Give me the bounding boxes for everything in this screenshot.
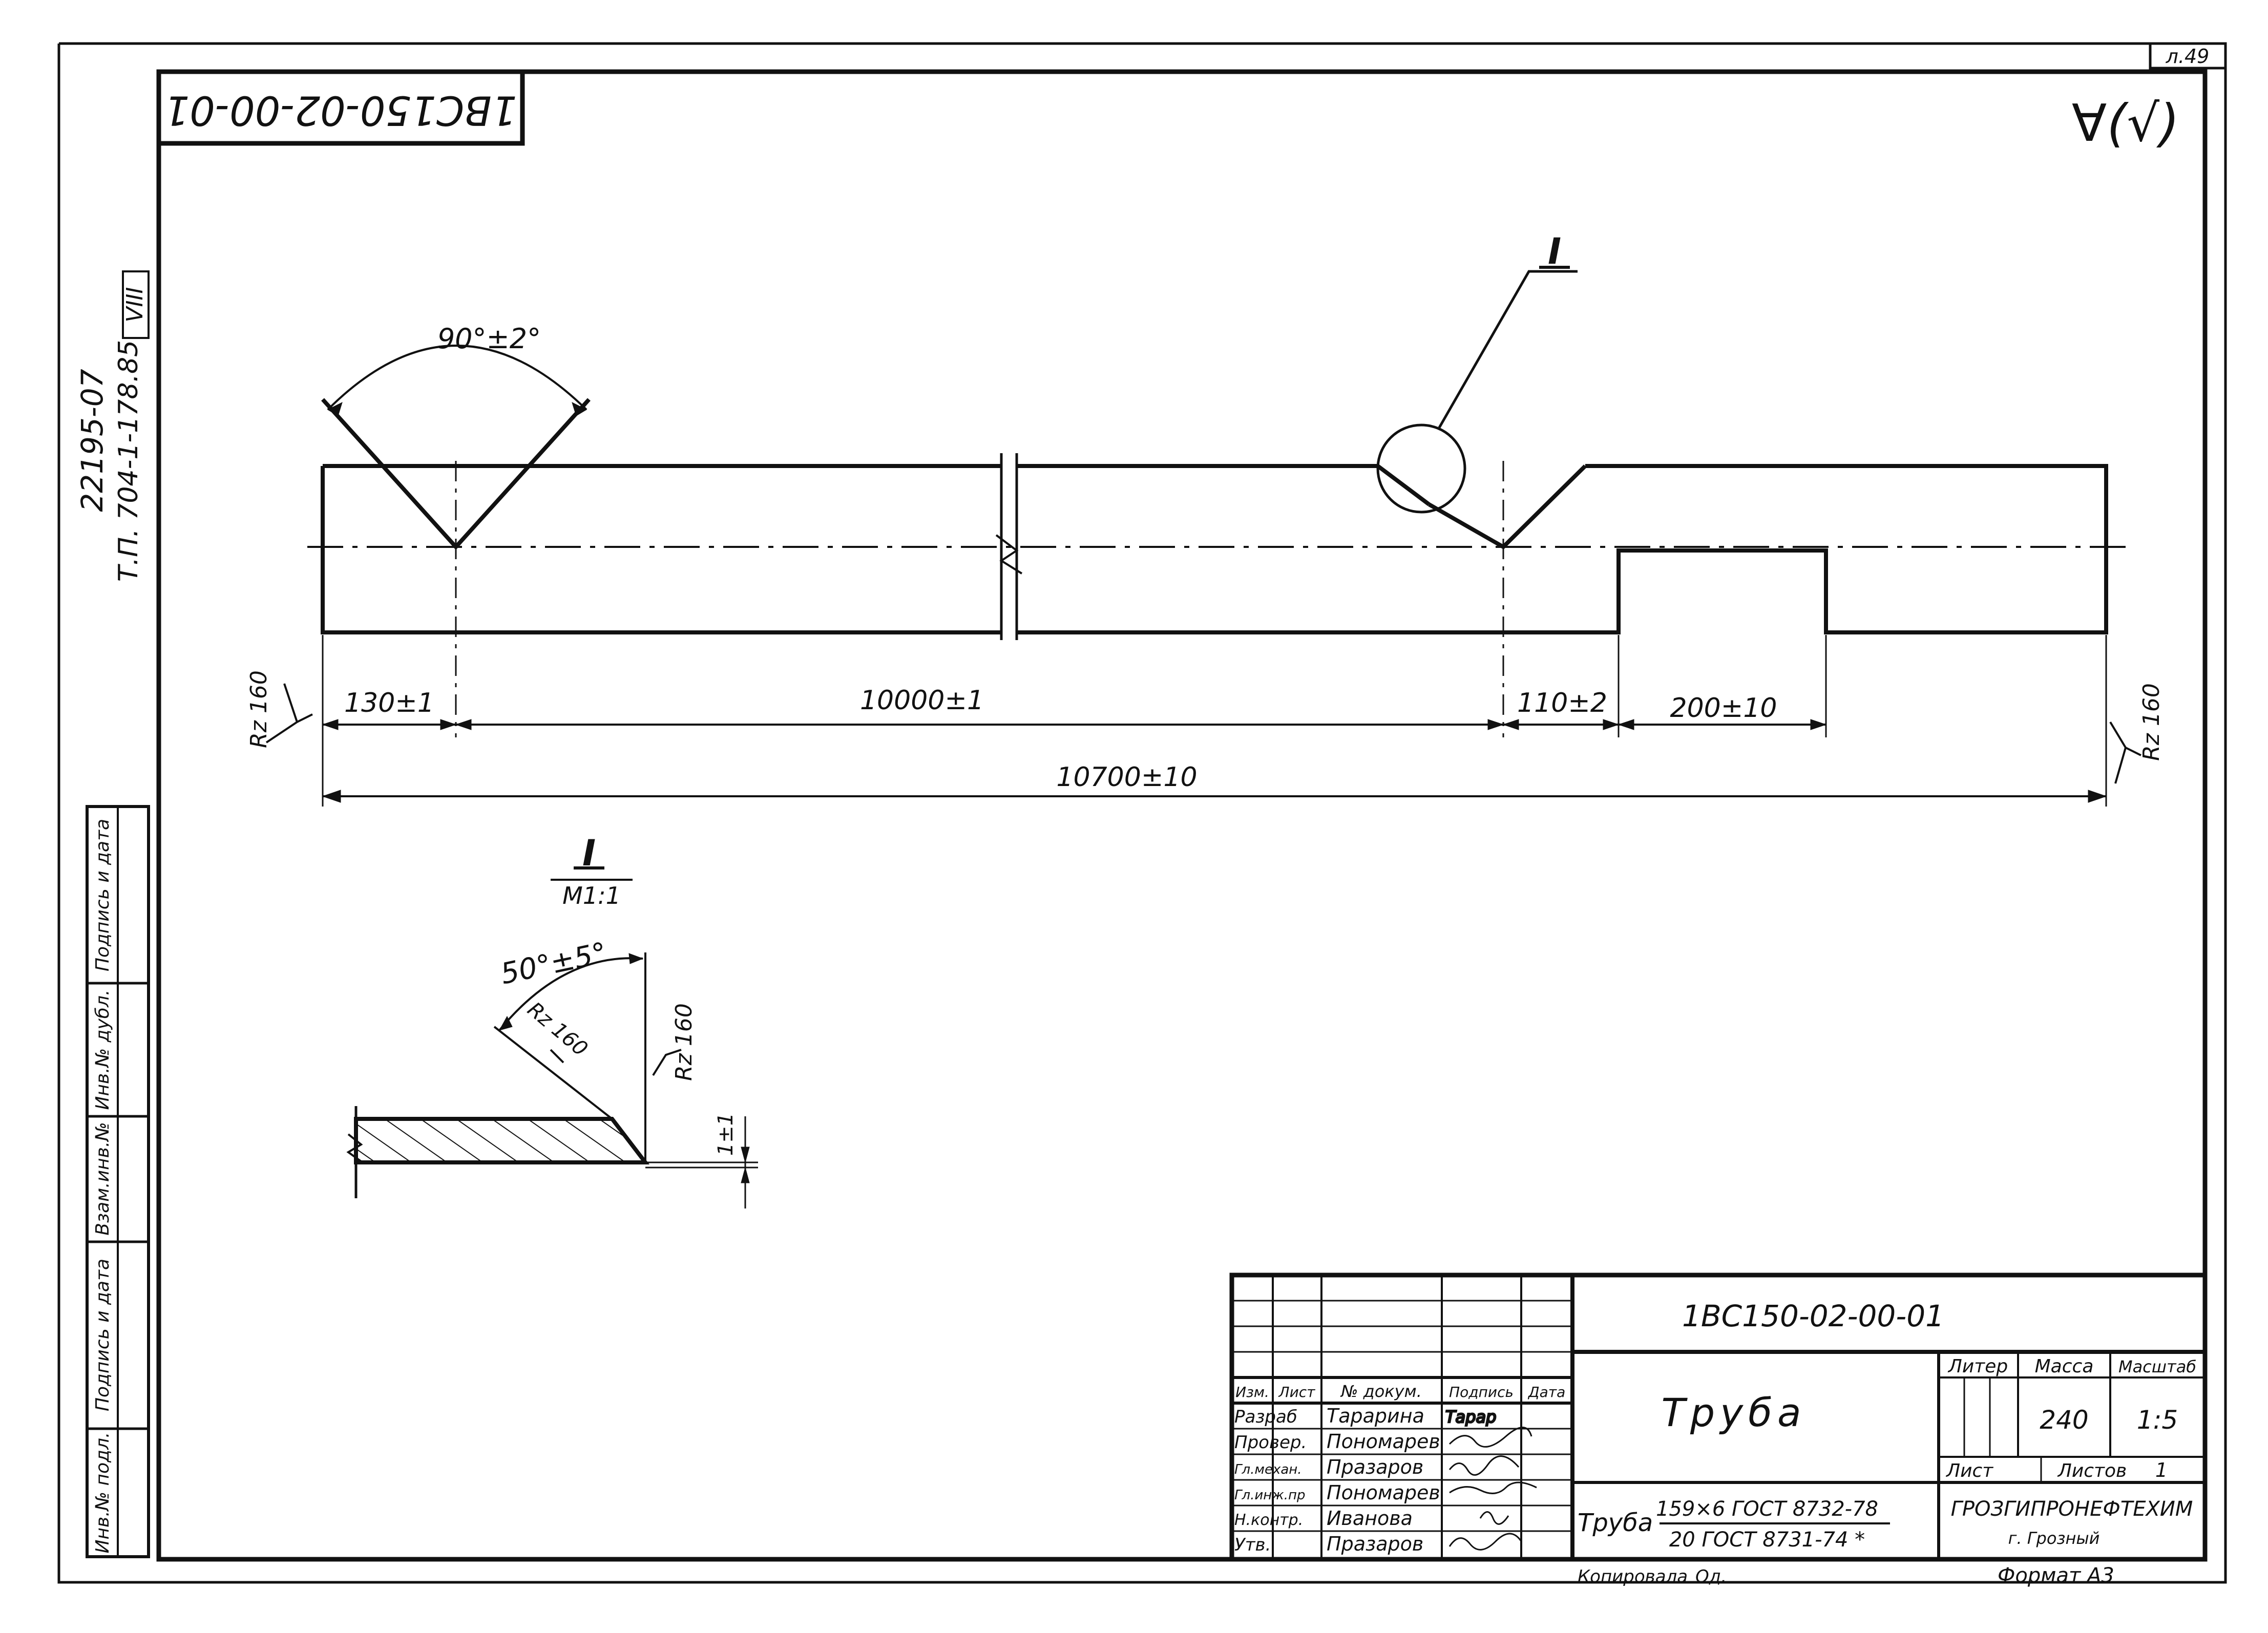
dim-10000: 10000±1 (860, 685, 984, 716)
material-bottom: 20 ГОСТ 8731-74 * (1669, 1528, 1865, 1552)
scale-label: Масштаб (2118, 1357, 2196, 1376)
hdr-sign: Подпись (1449, 1384, 1514, 1401)
side-album-code: 22195-07 (75, 369, 110, 512)
detail-angle-label: 50°±5° (498, 936, 610, 991)
role-2: Гл.механ. (1234, 1462, 1302, 1477)
roughness-right-mark (2109, 721, 2141, 784)
copier-mark: Од. (1695, 1566, 1727, 1587)
scale-value: 1:5 (2137, 1405, 2178, 1435)
sheets-value: 1 (2155, 1459, 2168, 1481)
litera-label: Литер (1947, 1356, 2008, 1377)
sheets-label: Листов (2057, 1460, 2127, 1481)
pipe-main-view (307, 398, 2126, 807)
strip-cell-4: Инв.№ подл. (92, 1432, 113, 1554)
callout-label: I (1548, 230, 1561, 272)
name-4: Иванова (1327, 1507, 1413, 1530)
strip-cell-3: Подпись и дата (92, 1259, 113, 1411)
name-0: Тарарина (1327, 1405, 1424, 1427)
right-v-groove (1428, 464, 1587, 549)
doc-code: 1BC150-02-00-01 (1682, 1299, 1944, 1333)
name-5: Празаров (1327, 1533, 1423, 1555)
detail-roughness-bevel: Rz 160 (523, 998, 592, 1061)
left-stamp-strip (86, 805, 150, 1558)
name-3: Пономарев (1327, 1481, 1440, 1504)
role-5: Утв. (1234, 1535, 1271, 1555)
roughness-left-label: Rz 160 (246, 670, 272, 748)
hdr-list: Лист (1278, 1384, 1316, 1401)
detail-callout (1376, 270, 1578, 514)
dim-130: 130±1 (344, 688, 434, 718)
dim-10700: 10700±10 (1056, 762, 1197, 793)
side-project: Т.П. 704-1-178.85 (113, 340, 144, 582)
sheet-label: Лист (1945, 1460, 1993, 1481)
role-4: Н.контр. (1234, 1511, 1303, 1529)
name-1: Пономарев (1327, 1430, 1440, 1453)
strip-cell-2: Взам.инв.№ (92, 1122, 113, 1236)
part-name: Труба (1661, 1390, 1806, 1435)
material-top: 159×6 ГОСТ 8732-78 (1656, 1497, 1878, 1521)
surface-roughness-symbol: ∀(√) (2072, 93, 2179, 153)
org-city: г. Грозный (2008, 1529, 2100, 1548)
hdr-date: Дата (1527, 1384, 1566, 1401)
org-name: ГРОЗГИПРОНЕФТЕХИМ (1951, 1497, 2193, 1521)
roughness-right-label: Rz 160 (2138, 683, 2165, 761)
signatures: Тарар (1445, 1407, 1537, 1551)
role-3: Гл.инж.пр (1234, 1488, 1305, 1503)
strip-cell-0: Подпись и дата (92, 819, 113, 971)
sheet-frame (57, 42, 2227, 1584)
role-1: Провер. (1234, 1432, 1307, 1453)
rotated-doc-code: 1BC150-02-00-01 (164, 87, 517, 133)
dimension-lines (322, 719, 2107, 803)
detail-roughness-face: Rz 160 (671, 1003, 697, 1081)
detail-root-face-dim: 1±1 (714, 1113, 738, 1156)
copied-by: Копировала (1578, 1566, 1688, 1587)
role-0: Разраб (1234, 1407, 1297, 1427)
angle-90-label: 90°±2° (437, 323, 541, 355)
hdr-izm: Изм. (1235, 1384, 1269, 1401)
material-prefix: Труба (1578, 1509, 1653, 1537)
roughness-left-mark (265, 683, 313, 744)
mass-value: 240 (2040, 1405, 2088, 1435)
detail-bevel-section (346, 952, 758, 1208)
signature-razrab: Тарар (1445, 1407, 1496, 1427)
side-inscription: 22195-07 Т.П. 704-1-178.85 VIII (75, 270, 150, 582)
mass-label: Масса (2035, 1356, 2094, 1377)
hdr-ndoc: № докум. (1340, 1382, 1422, 1401)
dim-200: 200±10 (1670, 693, 1777, 724)
rotated-code-box: 1BC150-02-00-01 (156, 69, 525, 146)
name-2: Празаров (1327, 1456, 1423, 1478)
side-album-num: VIII (122, 287, 148, 322)
detail-scale: М1:1 (562, 882, 621, 909)
dim-110: 110±2 (1517, 688, 1607, 718)
strip-cell-1: Инв.№ дубл. (92, 990, 113, 1110)
sheet-tag: л.49 (2166, 45, 2210, 68)
format-label: Формат А3 (1998, 1564, 2114, 1587)
angle-90-dimension (327, 345, 587, 416)
